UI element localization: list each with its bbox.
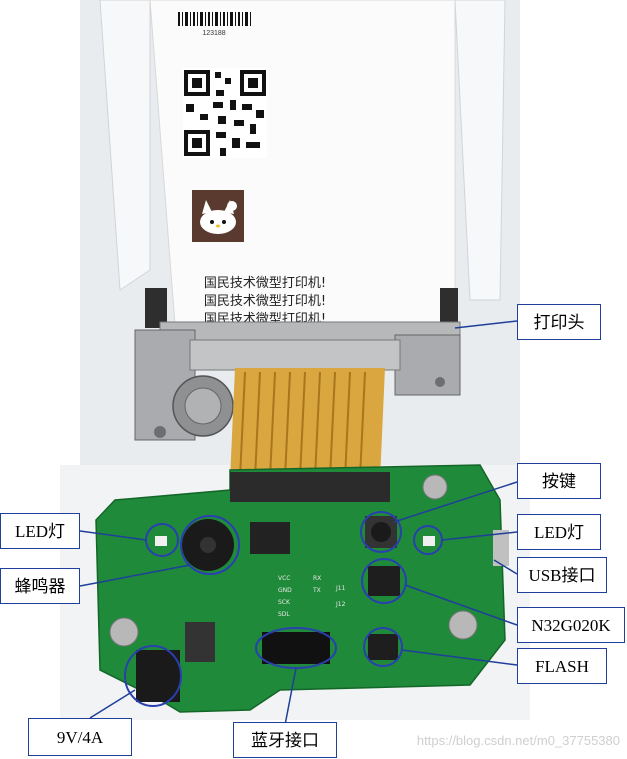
usb-port (493, 530, 509, 566)
svg-text:GND: GND (278, 587, 292, 594)
kitty-logo-image (192, 190, 244, 242)
fpc-connector (230, 472, 390, 502)
qr-code (183, 68, 267, 158)
label-bluetooth: 蓝牙接口 (233, 722, 337, 758)
label-button: 按键 (517, 463, 601, 499)
flash-chip (368, 634, 398, 660)
barcode-number: 123188 (202, 30, 225, 37)
barcode (178, 12, 251, 26)
bluetooth-header (262, 632, 330, 664)
led-right (423, 536, 435, 546)
label-print-head: 打印头 (517, 304, 601, 340)
pcb-board (95, 464, 509, 713)
svg-text:RX: RX (313, 575, 321, 582)
svg-text:J12: J12 (335, 601, 346, 608)
regulator (185, 622, 215, 662)
label-flash: FLASH (517, 648, 607, 684)
silkscreen-labels: VCC GND SCK SDL RX TX J11 J12 (278, 575, 346, 618)
watermark: https://blog.csdn.net/m0_37755380 (417, 733, 620, 748)
svg-text:VCC: VCC (278, 575, 290, 582)
receipt-line-1: 国民技术微型打印机! (204, 276, 326, 291)
leader-lines (79, 320, 518, 726)
svg-text:TX: TX (312, 587, 321, 594)
print-head-mechanism (134, 288, 461, 441)
acrylic-post-left (99, 0, 151, 291)
label-buzzer: 蜂鸣器 (0, 568, 80, 604)
label-usb: USB接口 (517, 557, 607, 593)
dc-jack (136, 650, 180, 702)
svg-text:J11: J11 (335, 585, 346, 592)
label-led-right: LED灯 (517, 514, 601, 550)
acrylic-post-right (454, 0, 506, 301)
highlight-circles (124, 511, 443, 707)
receipt-line-2: 国民技术微型打印机! (204, 294, 326, 309)
mcu-chip (368, 566, 400, 596)
flex-cable (230, 368, 385, 480)
label-power: 9V/4A (28, 718, 132, 756)
label-led-left: LED灯 (0, 513, 80, 549)
svg-text:SCK: SCK (278, 599, 291, 606)
ic-driver (250, 522, 290, 554)
led-left (155, 536, 167, 546)
label-mcu: N32G020K (517, 607, 625, 643)
svg-text:SDL: SDL (278, 611, 290, 618)
